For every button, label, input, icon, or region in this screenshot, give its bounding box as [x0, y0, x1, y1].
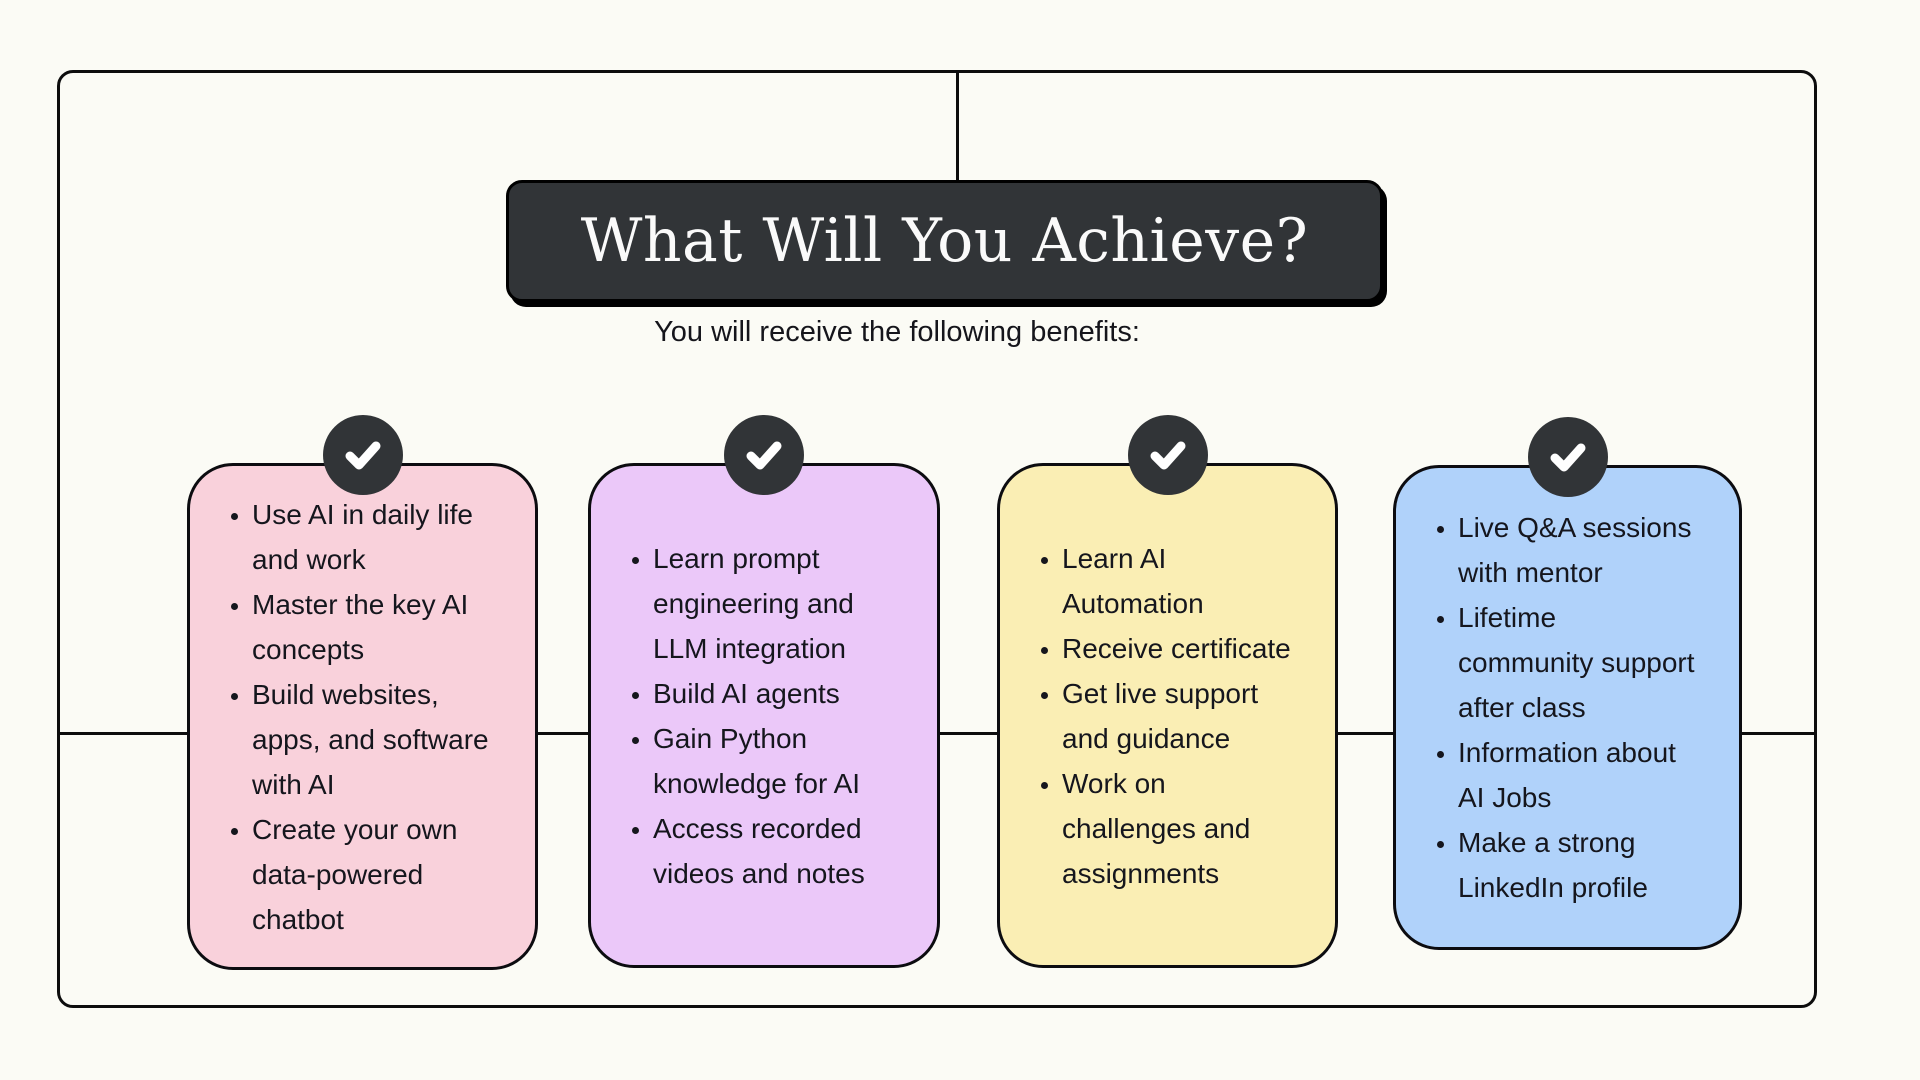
list-item: Gain Python knowledge for AI	[653, 716, 929, 806]
page-title: What Will You Achieve?	[580, 206, 1309, 276]
list-item: Lifetime community support after class	[1458, 595, 1731, 730]
title-banner: What Will You Achieve?	[506, 180, 1383, 302]
check-icon	[724, 415, 804, 495]
list-item: Get live support and guidance	[1062, 671, 1327, 761]
benefit-card-ai-everyday-skills: Use AI in daily life and work Master the…	[187, 415, 538, 970]
list-item: Use AI in daily life and work	[252, 492, 527, 582]
list-item: Learn prompt engineering and LLM integra…	[653, 536, 929, 671]
list-item: Build websites, apps, and software with …	[252, 672, 527, 807]
check-icon	[1527, 417, 1608, 497]
top-connector-line	[956, 70, 959, 182]
list-item: Work on challenges and assignments	[1062, 761, 1327, 896]
benefit-list: Use AI in daily life and work Master the…	[190, 492, 535, 942]
benefit-list: Learn prompt engineering and LLM integra…	[591, 536, 937, 896]
subtitle-text: You will receive the following benefits:	[654, 316, 1140, 348]
benefit-card-automation-certificate: Learn AI Automation Receive certificate …	[997, 415, 1338, 968]
list-item: Access recorded videos and notes	[653, 806, 929, 896]
list-item: Live Q&A sessions with mentor	[1458, 505, 1731, 595]
list-item: Master the key AI concepts	[252, 582, 527, 672]
benefit-card-community-career: Live Q&A sessions with mentor Lifetime c…	[1393, 417, 1742, 950]
list-item: Build AI agents	[653, 671, 929, 716]
list-item: Learn AI Automation	[1062, 536, 1327, 626]
check-icon	[1127, 415, 1208, 495]
list-item: Information about AI Jobs	[1458, 730, 1731, 820]
check-icon	[322, 415, 403, 495]
list-item: Receive certificate	[1062, 626, 1327, 671]
benefit-card-prompt-engineering: Learn prompt engineering and LLM integra…	[588, 415, 940, 968]
benefit-list: Learn AI Automation Receive certificate …	[1000, 536, 1335, 896]
list-item: Create your own data-powered chatbot	[252, 807, 527, 942]
benefit-list: Live Q&A sessions with mentor Lifetime c…	[1396, 505, 1739, 910]
list-item: Make a strong LinkedIn profile	[1458, 820, 1731, 910]
outer-border-box	[57, 70, 1817, 1008]
